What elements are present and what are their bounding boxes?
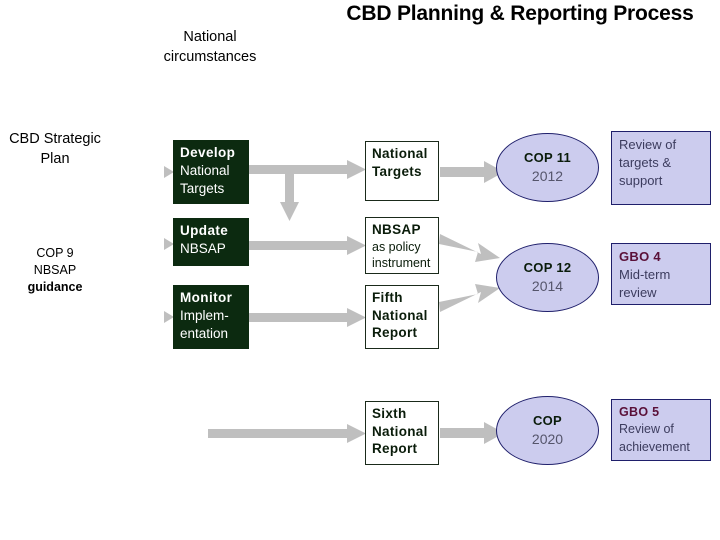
process-monitor-line2: entation <box>180 325 229 341</box>
process-develop-heading: Develop <box>180 145 236 160</box>
process-update-heading: Update <box>180 223 229 238</box>
arrow-update-to-nbsap <box>249 236 366 255</box>
arrow-to-sixth-report <box>208 424 366 443</box>
meeting-ellipse-cop2020[interactable]: COP 2020 <box>496 396 599 465</box>
caption-cbd-strategic-plan: CBD Strategic Plan <box>9 131 101 167</box>
document-nbsap-sub2: instrument <box>372 255 431 270</box>
outcome-box-gbo5[interactable]: GBO 5 Review of achievement <box>611 399 711 461</box>
meeting-cop2020-name: COP <box>532 412 563 428</box>
arrow-monitor-to-fifth-report <box>249 308 366 327</box>
document-fifth-line2: National <box>372 307 428 323</box>
process-update-line1: NBSAP <box>180 240 226 256</box>
outcome-gbo5-line2: achievement <box>619 439 690 454</box>
document-box-nbsap[interactable]: NBSAP as policy instrument <box>365 217 439 274</box>
document-fifth-line3: Report <box>372 325 418 341</box>
document-box-sixth-national-report[interactable]: Sixth National Report <box>365 401 439 465</box>
document-sixth-line3: Report <box>372 441 418 457</box>
outcome-box-review-of-targets[interactable]: Review of targets & support <box>611 131 711 205</box>
document-box-national-targets[interactable]: National Targets <box>365 141 439 201</box>
process-develop-line2: Targets <box>180 180 225 196</box>
arrow-develop-to-national-targets <box>249 160 366 221</box>
outcome-review-line1: Review of <box>619 137 677 152</box>
meeting-cop11-name: COP 11 <box>523 149 572 165</box>
caption-national-circumstances: National circumstances <box>163 29 257 65</box>
process-box-update[interactable]: Update NBSAP <box>173 218 249 266</box>
outcome-box-gbo4[interactable]: GBO 4 Mid-term review <box>611 243 711 305</box>
outcome-review-line2: targets & <box>619 154 672 170</box>
process-monitor-line1: Implem- <box>180 307 229 323</box>
document-national-targets-line2: Targets <box>372 163 422 179</box>
meeting-cop12-year: 2014 <box>531 277 564 294</box>
meeting-cop11-year: 2012 <box>531 167 564 184</box>
arrow-national-targets-to-cop11 <box>440 161 504 183</box>
document-sixth-line1: Sixth <box>372 406 407 421</box>
document-box-fifth-national-report[interactable]: Fifth National Report <box>365 285 439 349</box>
caption-cop9-line1: COP 9 <box>36 246 74 260</box>
meeting-ellipse-cop12[interactable]: COP 12 2014 <box>496 243 599 312</box>
document-fifth-line1: Fifth <box>372 290 403 305</box>
outcome-gbo4-line2: review <box>619 284 657 300</box>
outcome-gbo4-line1: Mid-term <box>619 266 671 282</box>
page-title: CBD Planning & Reporting Process <box>346 2 694 25</box>
meeting-cop2020-year: 2020 <box>531 430 564 447</box>
outcome-review-line3: support <box>619 172 663 188</box>
caption-cop9-nbsap-guidance: COP 9 NBSAP guidance <box>5 245 105 296</box>
meeting-ellipse-cop11[interactable]: COP 11 2012 <box>496 133 599 202</box>
process-monitor-heading: Monitor <box>180 290 233 305</box>
arrow-fifth-report-to-cop12 <box>439 284 500 312</box>
outcome-gbo4-heading: GBO 4 <box>619 249 661 264</box>
outcome-gbo5-heading: GBO 5 <box>619 405 660 419</box>
meeting-cop12-name: COP 12 <box>523 259 572 275</box>
document-nbsap-sub1: as policy <box>372 239 421 254</box>
document-nbsap-heading: NBSAP <box>372 222 421 237</box>
process-develop-line1: National <box>180 162 230 178</box>
arrow-nbsap-to-cop12 <box>439 234 500 262</box>
document-sixth-line2: National <box>372 423 428 439</box>
outcome-gbo5-line1: Review of <box>619 422 674 437</box>
caption-cop9-line2: NBSAP <box>33 262 77 277</box>
process-box-monitor[interactable]: Monitor Implem- entation <box>173 285 249 349</box>
process-box-develop[interactable]: Develop National Targets <box>173 140 249 204</box>
document-national-targets-line1: National <box>372 146 428 161</box>
arrow-sixth-report-to-cop2020 <box>440 422 504 444</box>
caption-cop9-line3: guidance <box>27 279 83 294</box>
